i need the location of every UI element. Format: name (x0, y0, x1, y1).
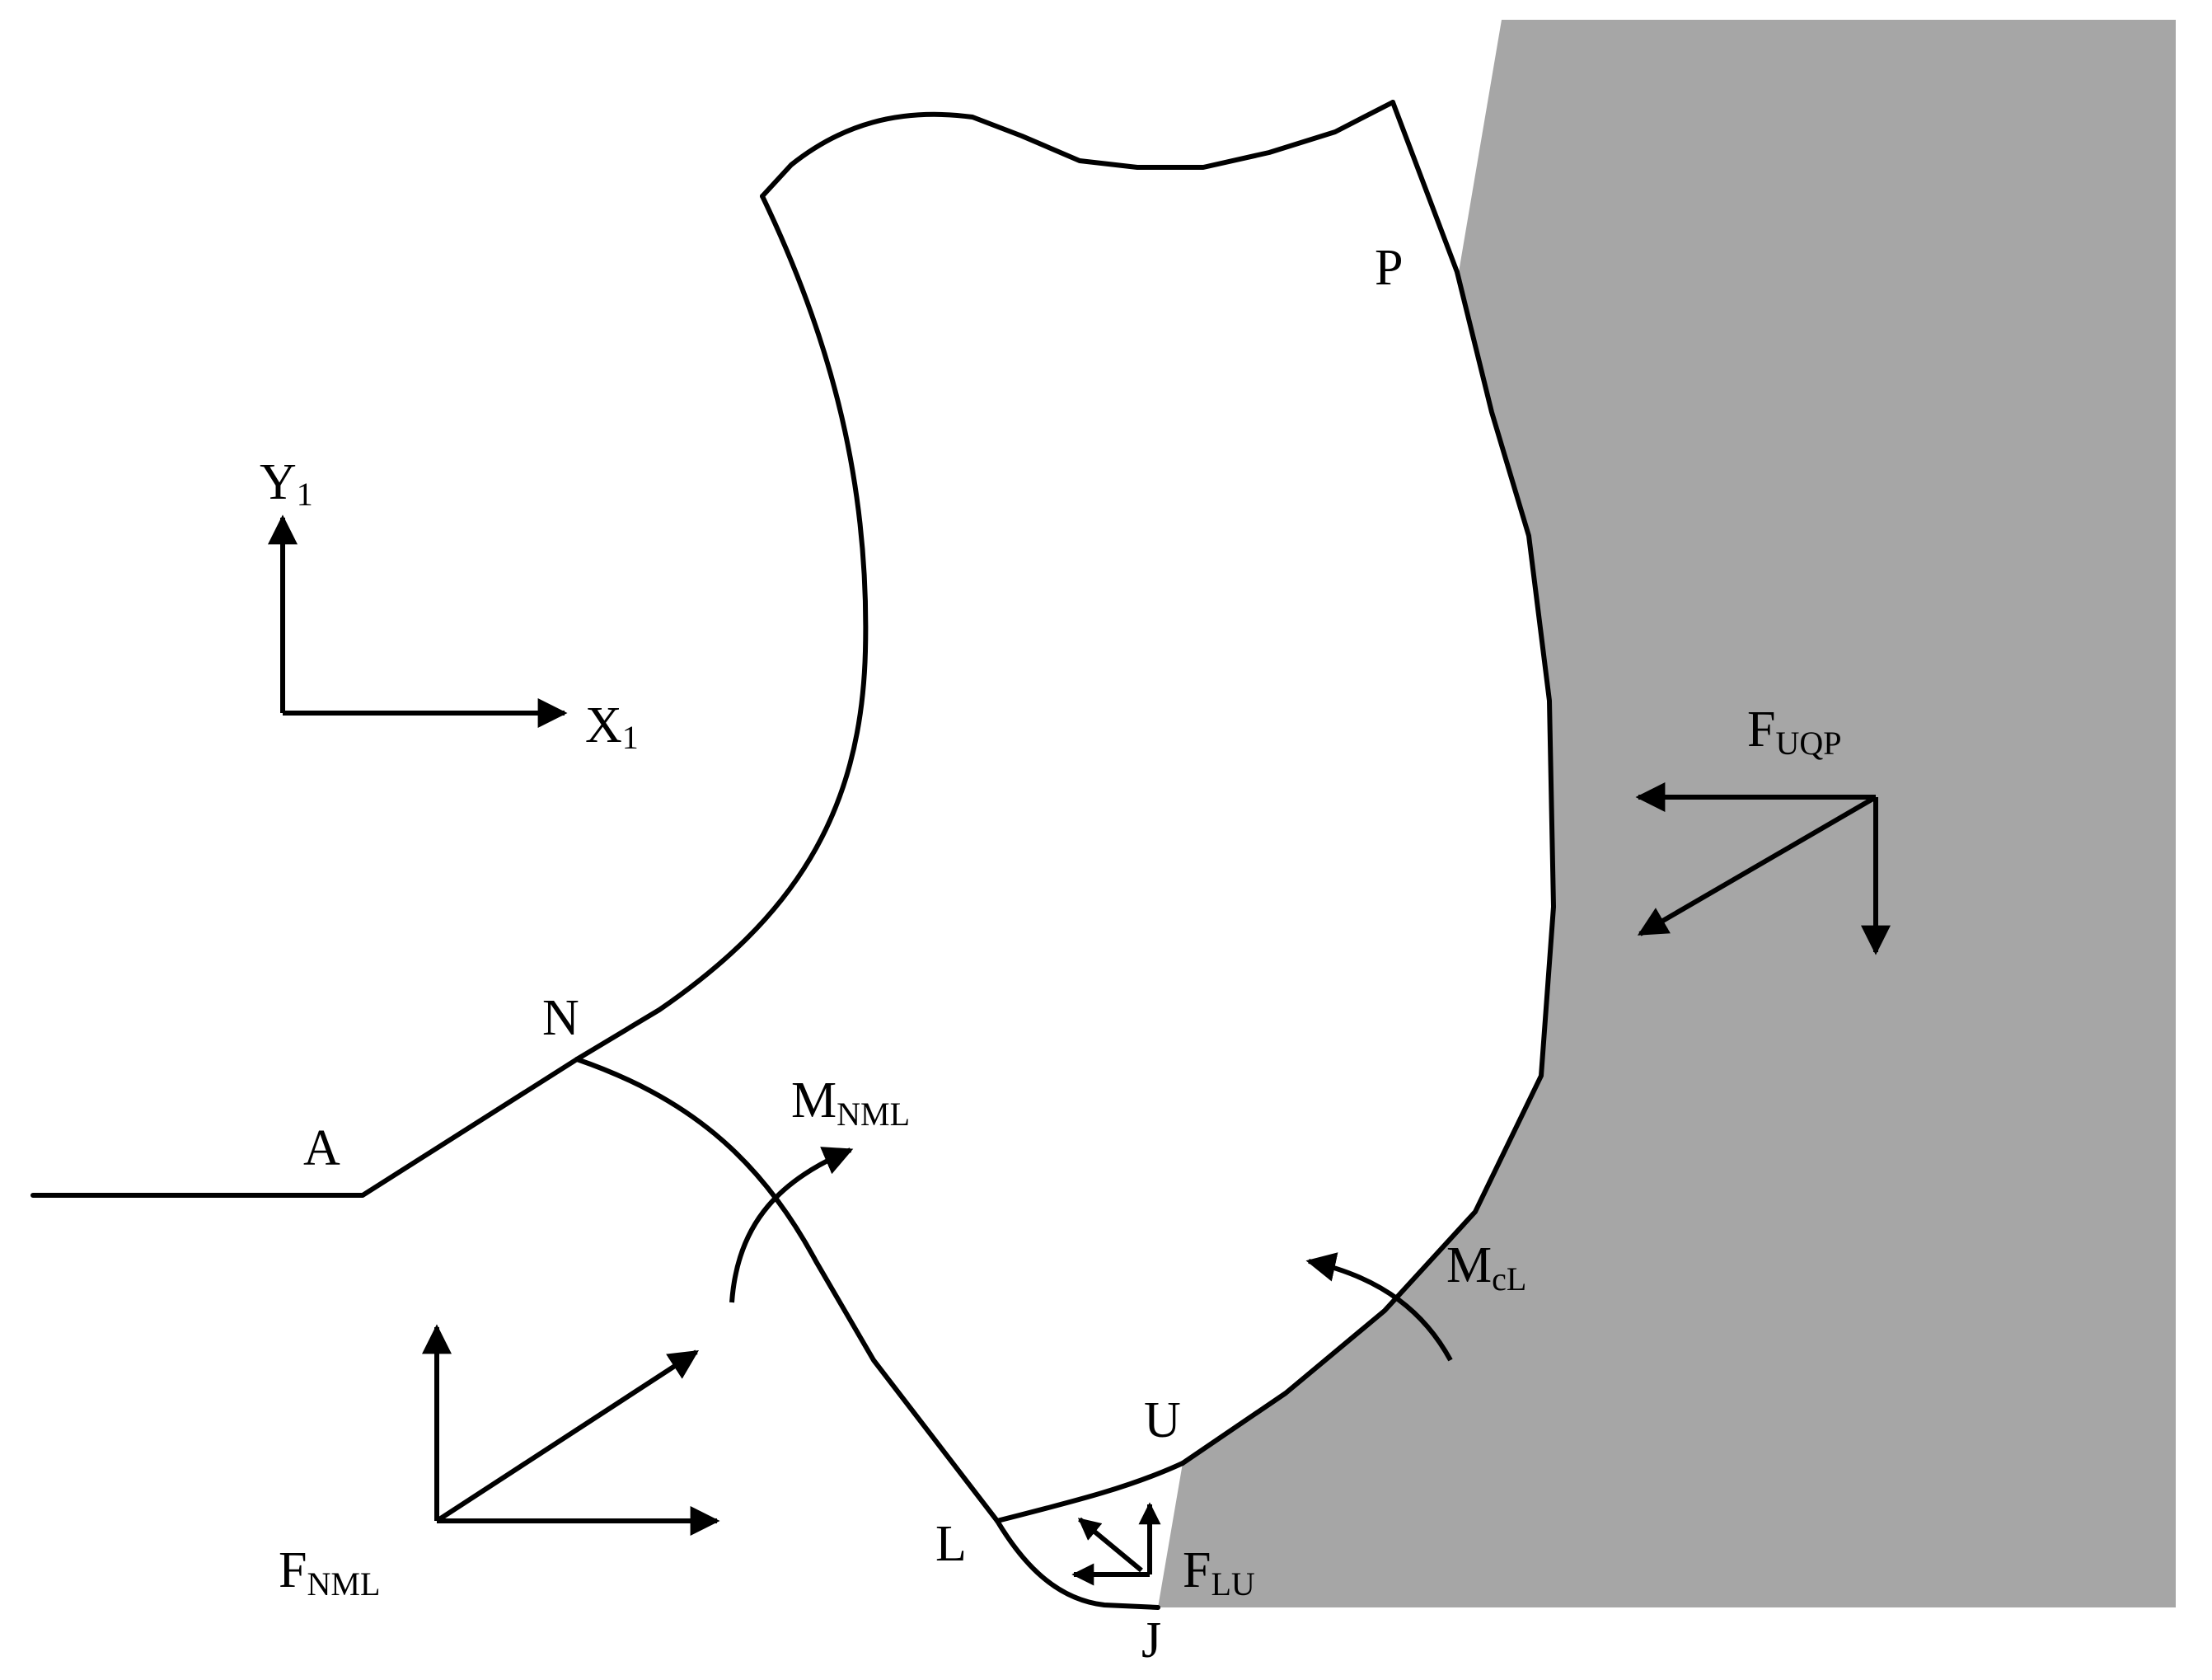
segment-l-j (995, 1518, 1160, 1610)
point-label-a: A (303, 1120, 340, 1176)
point-label-u: U (1144, 1392, 1181, 1448)
m-cl-moment-arrow (1305, 1252, 1453, 1362)
f-nml-arrow-diagonal (435, 1349, 700, 1523)
f-nml-label: FNML (279, 1542, 380, 1603)
y1-axis-label: Y1 (260, 454, 313, 513)
segment-l-u (995, 1461, 1185, 1523)
m-nml-label: MNML (791, 1072, 910, 1133)
outline-left-edge (574, 194, 869, 1062)
m-cl-label: McL (1446, 1237, 1526, 1298)
shaded-region (1158, 20, 2176, 1607)
point-label-p: P (1375, 240, 1403, 296)
point-label-j: J (1141, 1612, 1161, 1668)
f-lu-label: FLU (1183, 1542, 1255, 1603)
point-label-l: L (935, 1516, 967, 1572)
segment-n-l (574, 1057, 1000, 1523)
point-label-n: N (542, 990, 579, 1046)
x1-axis-label: X1 (585, 697, 639, 756)
f-uqp-label: FUQP (1747, 702, 1842, 762)
outline-edge-to-p (1390, 100, 1460, 275)
m-nml-moment-arrow (729, 1147, 854, 1303)
line-a-n (30, 1057, 579, 1198)
outline-right-boundary (1180, 270, 1556, 1466)
outline-top-edge (760, 100, 1395, 199)
f-lu-arrow-diagonal (1077, 1517, 1143, 1573)
f-uqp-arrow-diagonal (1637, 795, 1877, 936)
